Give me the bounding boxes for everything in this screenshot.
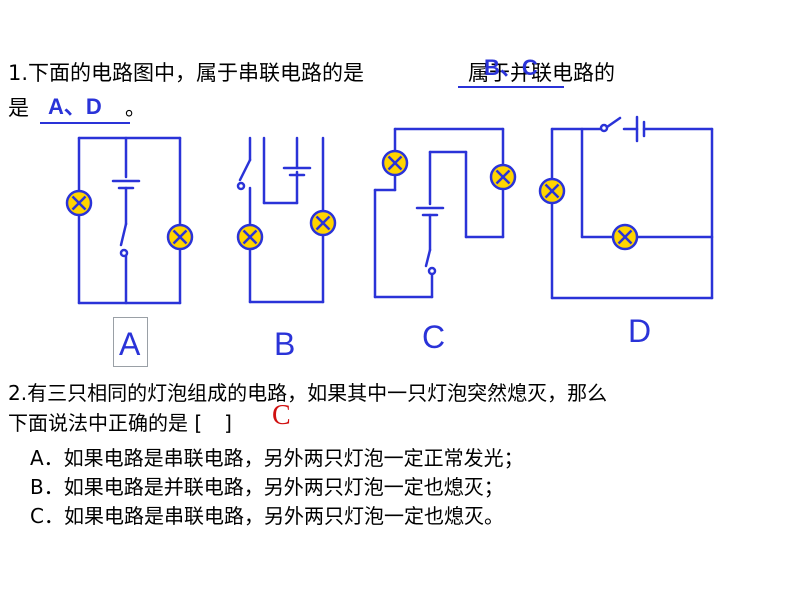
q1-line2: 是。 [8, 92, 146, 122]
circuit-label-b: B [274, 326, 296, 362]
circuit-label-c: C [422, 319, 446, 355]
q1-line2-prefix: 是 [8, 96, 29, 120]
q1-line2-suffix: 。 [125, 96, 146, 120]
q2-line2-prefix: 下面说法中正确的是 [ [8, 411, 203, 435]
label-a-frame [113, 317, 148, 367]
q1-line1: 1.下面的电路图中，属于串联电路的是 属于并联电路的 [8, 57, 615, 87]
circuit-a [77, 136, 182, 305]
q2-line2: 下面说法中正确的是 [] [8, 407, 232, 436]
lamp-d-middle [611, 223, 639, 251]
lamp-c-right [489, 163, 517, 191]
q2-option-c: C．如果电路是串联电路，另外两只灯泡一定也熄灭。 [30, 504, 504, 528]
lamp-b-left [236, 223, 264, 251]
parallel-answer-underline [40, 122, 130, 124]
series-answer-underline [458, 86, 564, 88]
q1-suffix: 属于并联电路的 [468, 61, 616, 85]
circuit-c [373, 127, 505, 299]
parallel-answer: A、D [48, 94, 102, 119]
circuit-d [550, 115, 714, 300]
circuit-label-a: A [119, 326, 141, 362]
q2-line2-suffix: ] [224, 411, 232, 435]
q2-line1: 2.有三只相同的灯泡组成的电路，如果其中一只灯泡突然熄灭，那么 [8, 381, 608, 405]
lamp-b-right [309, 209, 337, 237]
q2-option-b: B．如果电路是并联电路，另外两只灯泡一定也熄灭； [30, 475, 504, 499]
lamp-c-left [381, 149, 409, 177]
lamp-a-right [166, 223, 194, 251]
series-answer: B、C [484, 55, 538, 80]
q2-answer: C [272, 400, 291, 431]
lamp-d-left [538, 177, 566, 205]
q1-prefix: 1.下面的电路图中，属于串联电路的是 [8, 61, 365, 85]
q2-option-a: A．如果电路是串联电路，另外两只灯泡一定正常发光； [30, 446, 524, 470]
circuit-label-d: D [628, 313, 652, 349]
lamp-a-left [65, 189, 93, 217]
circuit-b [236, 136, 325, 304]
